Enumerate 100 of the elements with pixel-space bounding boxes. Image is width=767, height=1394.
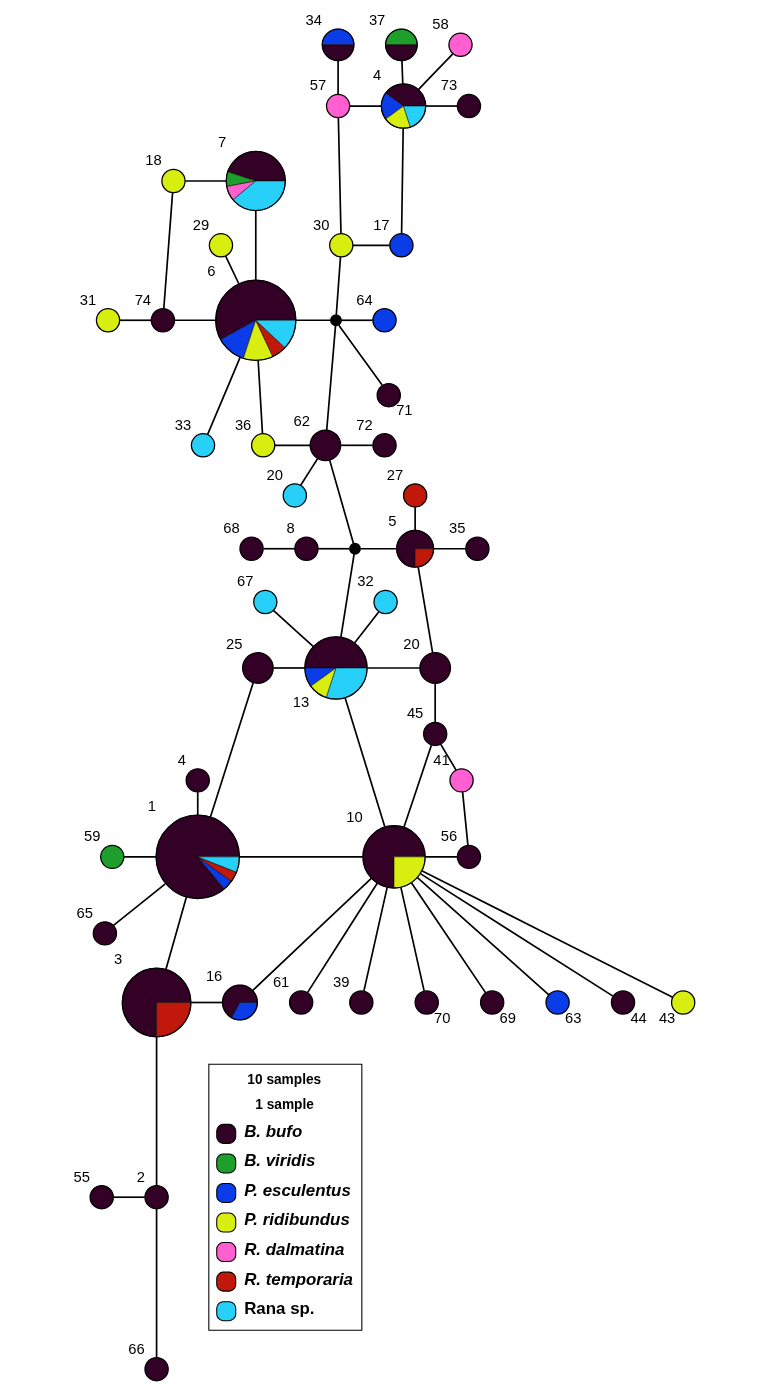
- connector: [155, 1208, 157, 1359]
- node-circle: [99, 844, 124, 870]
- legend-label: R. dalmatina: [243, 1240, 345, 1260]
- connector: [112, 883, 166, 927]
- node-circle: [282, 483, 307, 508]
- node-circle: [371, 433, 397, 458]
- connector: [351, 244, 391, 247]
- node-circle: [456, 93, 481, 119]
- connector: [189, 1001, 223, 1004]
- connector: [419, 873, 614, 997]
- node-circle: [479, 990, 504, 1015]
- legend-label: B. bufo: [243, 1121, 302, 1141]
- node-circle: [208, 233, 233, 258]
- connector: [362, 886, 388, 992]
- connector: [410, 882, 487, 994]
- node-circle: [288, 990, 313, 1015]
- connector: [399, 886, 425, 992]
- connector: [184, 180, 227, 182]
- node-circle: [329, 314, 342, 327]
- node-label: 4: [177, 751, 186, 768]
- node-label: 29: [192, 216, 209, 233]
- legend-label: 10 samples: [246, 1071, 321, 1087]
- node-label: 66: [127, 1340, 145, 1357]
- connector: [251, 877, 372, 992]
- connector: [256, 359, 263, 435]
- node-label: 69: [499, 1009, 516, 1026]
- connector: [254, 210, 257, 281]
- legend-label: P. esculentus: [243, 1180, 351, 1200]
- node-circle: [252, 589, 278, 615]
- connector: [439, 743, 457, 771]
- connector: [336, 59, 339, 96]
- connector: [424, 856, 458, 858]
- connector: [294, 319, 331, 322]
- connector: [402, 744, 432, 828]
- node-circle: [150, 308, 175, 333]
- node-label: 64: [355, 291, 373, 308]
- node-circle: [143, 1356, 169, 1382]
- node-circle: [418, 652, 451, 684]
- connector: [337, 324, 383, 386]
- connector: [238, 856, 363, 858]
- connector: [359, 547, 397, 550]
- node-label: 33: [174, 416, 191, 433]
- node-circle: [328, 233, 353, 258]
- connector: [173, 319, 216, 322]
- node-circle: [610, 990, 635, 1015]
- connector: [155, 1036, 157, 1187]
- node-circle: [309, 429, 341, 462]
- node-label: 20: [402, 635, 420, 652]
- connector: [112, 1196, 146, 1199]
- node-circle: [447, 32, 473, 58]
- node-circle: [143, 1184, 169, 1210]
- node-label: 61: [272, 973, 289, 990]
- node-label: 3: [113, 951, 122, 968]
- node-circle: [422, 721, 447, 747]
- node-label: 8: [286, 520, 295, 537]
- node-label: 55: [72, 1168, 90, 1185]
- connector: [316, 547, 350, 550]
- connector: [420, 870, 673, 998]
- node-label: 72: [355, 416, 373, 433]
- node-label: 56: [440, 828, 457, 845]
- connector: [461, 791, 469, 847]
- connector: [337, 117, 342, 235]
- node-circle: [414, 990, 439, 1015]
- connector: [424, 105, 458, 107]
- node-circle: [670, 990, 695, 1015]
- connector: [400, 127, 404, 235]
- node-circle: [372, 589, 398, 615]
- node-label: 5: [387, 513, 397, 530]
- connector: [325, 324, 336, 431]
- node-label: 43: [658, 1009, 675, 1026]
- connector: [433, 682, 436, 724]
- connector: [339, 553, 355, 638]
- connector: [348, 105, 382, 107]
- node-label: 13: [292, 694, 309, 711]
- node-label: 59: [83, 828, 100, 845]
- node-label: 63: [564, 1009, 581, 1026]
- connector: [306, 882, 378, 994]
- node-label: 17: [372, 216, 390, 233]
- node-circle: [160, 168, 186, 194]
- node-circle: [448, 768, 474, 793]
- node-label: 37: [368, 12, 385, 28]
- connector: [272, 609, 314, 648]
- connector: [206, 356, 241, 436]
- node-circle: [348, 990, 374, 1015]
- node-label: 10: [345, 808, 363, 825]
- node-circle: [250, 433, 275, 458]
- connector: [416, 566, 433, 654]
- node-label: 18: [144, 152, 162, 169]
- node-circle: [371, 308, 397, 333]
- node-circle: [325, 93, 350, 119]
- legend-label: R. temporaria: [243, 1269, 353, 1289]
- connector: [209, 681, 254, 818]
- node-label: 57: [309, 77, 326, 94]
- node-label: 36: [234, 416, 251, 433]
- connector: [328, 459, 354, 545]
- node-label: 62: [292, 413, 310, 430]
- node-label: 45: [406, 705, 423, 722]
- connector: [413, 506, 416, 531]
- node-circle: [92, 921, 117, 946]
- connector: [224, 255, 240, 285]
